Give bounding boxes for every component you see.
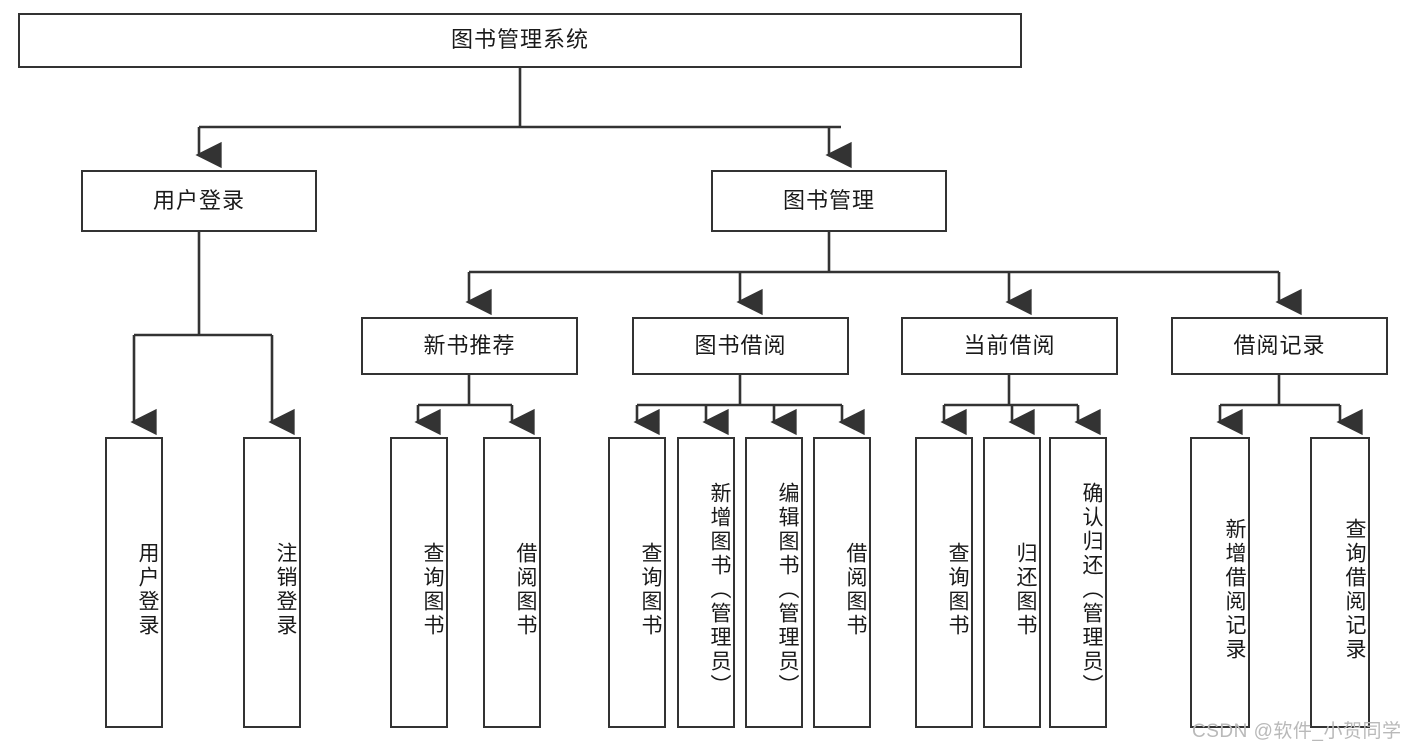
node-label: 确认归还（管理员） — [1080, 481, 1103, 698]
node-new-book-recommend[interactable]: 新书推荐 — [361, 317, 578, 375]
node-label: 用户登录 — [136, 541, 159, 638]
node-book-borrow[interactable]: 图书借阅 — [632, 317, 849, 375]
node-label: 用户登录 — [152, 187, 245, 213]
node-user-login[interactable]: 用户登录 — [81, 170, 317, 232]
node-current-borrow[interactable]: 当前借阅 — [901, 317, 1118, 375]
node-label: 编辑图书（管理员） — [776, 481, 799, 698]
csdn-watermark: CSDN @软件_小贺同学 — [1192, 721, 1402, 742]
node-leaf-query-book-2[interactable]: 查询图书 — [608, 437, 666, 728]
node-label: 借阅图书 — [844, 541, 867, 638]
node-label: 查询图书 — [639, 541, 662, 638]
node-label: 查询图书 — [421, 541, 444, 638]
node-book-manage[interactable]: 图书管理 — [711, 170, 947, 232]
node-label: 当前借阅 — [963, 332, 1056, 358]
node-leaf-return-book[interactable]: 归还图书 — [983, 437, 1041, 728]
node-root[interactable]: 图书管理系统 — [18, 13, 1022, 68]
node-label: 新增图书（管理员） — [708, 481, 731, 698]
node-label: 借阅图书 — [514, 541, 537, 638]
node-leaf-query-book-1[interactable]: 查询图书 — [390, 437, 448, 728]
node-borrow-record[interactable]: 借阅记录 — [1171, 317, 1388, 375]
node-leaf-user-login[interactable]: 用户登录 — [105, 437, 163, 728]
node-leaf-query-borrow-record[interactable]: 查询借阅记录 — [1310, 437, 1370, 728]
node-leaf-borrow-book-1[interactable]: 借阅图书 — [483, 437, 541, 728]
node-leaf-user-logout[interactable]: 注销登录 — [243, 437, 301, 728]
node-label: 新增借阅记录 — [1223, 517, 1246, 662]
node-label: 新书推荐 — [423, 332, 516, 358]
node-label: 图书借阅 — [694, 332, 787, 358]
node-label: 注销登录 — [274, 541, 297, 638]
node-leaf-borrow-book-2[interactable]: 借阅图书 — [813, 437, 871, 728]
node-label: 查询借阅记录 — [1343, 517, 1366, 662]
node-label: 查询图书 — [946, 541, 969, 638]
node-leaf-add-borrow-record[interactable]: 新增借阅记录 — [1190, 437, 1250, 728]
node-label: 图书管理 — [782, 187, 875, 213]
node-leaf-add-book-admin[interactable]: 新增图书（管理员） — [677, 437, 735, 728]
node-leaf-edit-book-admin[interactable]: 编辑图书（管理员） — [745, 437, 803, 728]
node-label: 借阅记录 — [1233, 332, 1326, 358]
node-label: 图书管理系统 — [450, 27, 589, 53]
node-leaf-confirm-return-admin[interactable]: 确认归还（管理员） — [1049, 437, 1107, 728]
node-leaf-query-book-3[interactable]: 查询图书 — [915, 437, 973, 728]
node-label: 归还图书 — [1014, 541, 1037, 638]
